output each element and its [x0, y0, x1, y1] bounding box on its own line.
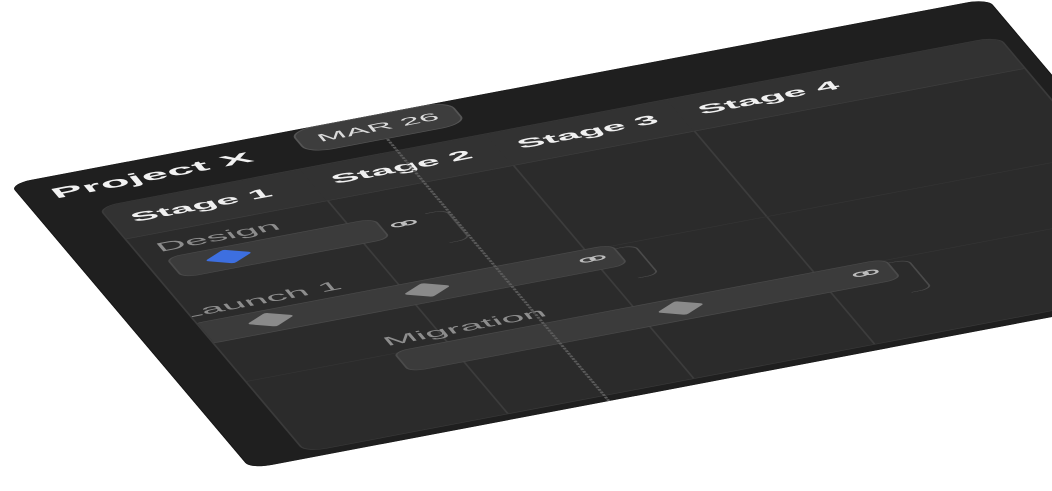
- device-frame: Project X Stage 1 Stage 2 Stage 3: [9, 0, 1052, 469]
- link-icon[interactable]: [384, 216, 423, 231]
- stage-header-4[interactable]: Stage 4: [666, 36, 1025, 132]
- stage-label-4: Stage 4: [693, 78, 844, 118]
- device-plane: Project X Stage 1 Stage 2 Stage 3: [9, 0, 1052, 469]
- link-icon[interactable]: [846, 266, 885, 281]
- stage-label-3: Stage 3: [512, 112, 663, 152]
- gantt-board: Stage 1 Stage 2 Stage 3 Stage 4: [97, 36, 1052, 453]
- link-icon[interactable]: [573, 251, 612, 266]
- stage-header-3[interactable]: Stage 3: [485, 99, 694, 166]
- stage-label-1: Stage 1: [126, 185, 277, 225]
